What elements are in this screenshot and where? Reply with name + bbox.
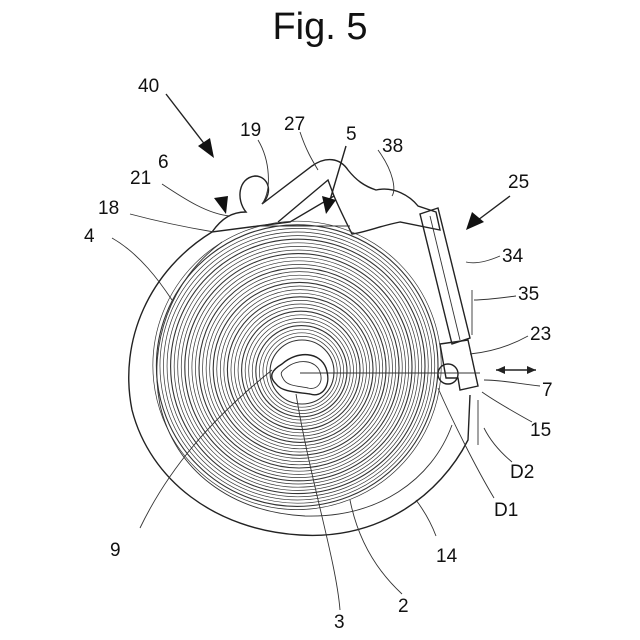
callout-5: 5 [346,124,357,145]
spring-coil [185,254,412,481]
spiral-spring [153,221,441,509]
callout-d2: D2 [510,462,534,483]
spring-coil [195,264,402,471]
callout-19: 19 [240,120,261,141]
callout-6: 6 [158,152,169,173]
housing-top-profile [212,160,440,234]
callout-15: 15 [530,420,551,441]
slider-34 [420,208,470,344]
callout-21: 21 [130,168,151,189]
callout-18: 18 [98,198,119,219]
arbor-3-inner [281,362,321,389]
spring-coil [238,308,363,433]
callout-25: 25 [508,172,529,193]
callout-34: 34 [502,246,524,267]
callout-7: 7 [542,380,553,401]
locking-element-23 [440,340,478,390]
spring-coil [263,333,341,411]
spring-coil [164,232,432,500]
callout-9: 9 [110,540,121,561]
callout-23: 23 [530,324,551,345]
callout-2: 2 [398,596,409,617]
callout-3: 3 [334,612,345,633]
callout-35: 35 [518,284,539,305]
arrow-5 [322,146,346,214]
spring-coil [206,275,392,461]
spring-coil [210,279,390,459]
callout-14: 14 [436,546,458,567]
callout-4: 4 [84,226,95,247]
callout-27: 27 [284,114,305,135]
callout-38: 38 [382,136,403,157]
spring-coil [160,228,435,503]
arrow-6 [214,196,228,214]
spring-coil [199,268,399,468]
callout-40: 40 [138,76,159,97]
callout-d1: D1 [494,500,518,521]
arbor-3 [272,355,328,395]
spring-coil [188,257,408,477]
arrow-25 [466,196,510,230]
arrow-40 [166,94,214,158]
double-arrow [496,366,536,374]
spring-coil [174,243,422,491]
spring-coil [245,315,357,427]
spring-coil [220,290,379,449]
spring-coil [270,340,334,404]
housing-outline [129,232,470,535]
spring-coil [259,329,343,413]
